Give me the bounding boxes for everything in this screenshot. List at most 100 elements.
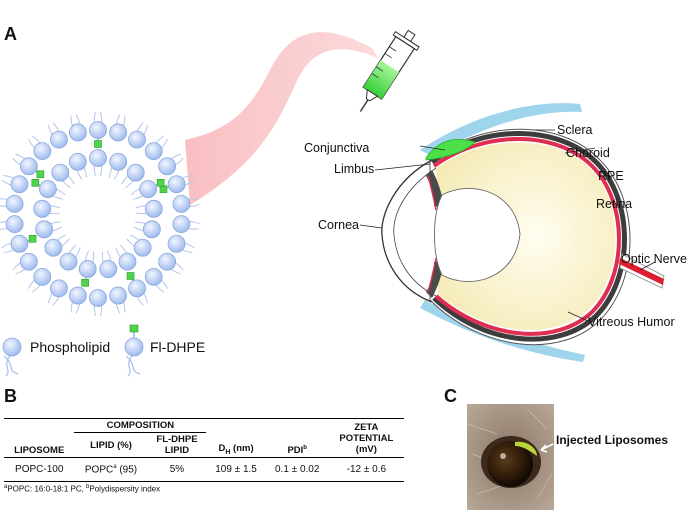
table-row: POPC-100 POPCa (95) 5% 109 ± 1.5 0.1 ± 0… — [4, 458, 404, 482]
label-cornea: Cornea — [318, 218, 359, 232]
cell-dh: 109 ± 1.5 — [215, 464, 257, 476]
eye-cross-section — [381, 103, 665, 362]
cell-zeta: -12 ± 0.6 — [346, 464, 387, 476]
phospholipid-head — [68, 123, 87, 142]
liposome-properties-table: LIPOSOME COMPOSITION DH (nm) PDIb ZETA P… — [4, 418, 404, 494]
lens — [434, 188, 521, 282]
fl-dhpe-head — [167, 175, 186, 194]
phospholipid-head — [144, 199, 163, 218]
col-liposome: LIPOSOME — [14, 445, 65, 456]
phospholipid-head — [59, 252, 78, 271]
col-dh: DH (nm) — [218, 443, 254, 456]
liposome-eye-diagram: Phospholipid Fl-DHPE — [0, 29, 687, 377]
fl-dhpe-head — [19, 157, 38, 176]
phospholipid-head — [158, 252, 177, 271]
cell-liposome: POPC-100 — [15, 464, 64, 476]
fl-dhpe-head — [89, 121, 107, 139]
cell-lipid: POPCa (95) — [84, 464, 138, 476]
syringe — [359, 29, 420, 112]
eye-photo — [467, 404, 554, 510]
phospholipid-head — [33, 142, 52, 161]
phospholipid-head — [109, 123, 128, 142]
phospholipid-head — [5, 215, 24, 234]
phospholipid-head — [109, 152, 128, 171]
cornea-inner — [393, 167, 437, 297]
phospholipid-head — [51, 163, 70, 182]
optic-nerve-core — [619, 258, 664, 285]
retina-layer — [432, 137, 621, 336]
phospholipid-head — [89, 149, 107, 167]
phospholipid-head — [19, 252, 38, 271]
label-retina: Retina — [596, 197, 632, 211]
col-group-composition: COMPOSITION — [74, 418, 207, 433]
phospholipid-head — [172, 194, 191, 213]
choroid-layer — [430, 131, 627, 342]
col-zeta: ZETA POTENTIAL (mV) — [339, 421, 394, 455]
phospholipid-head — [126, 163, 145, 182]
legend-phospholipid: Phospholipid — [2, 337, 110, 377]
panel-letter-a: A — [4, 24, 17, 44]
legend-phospholipid-label: Phospholipid — [30, 339, 110, 355]
fl-dhpe-fluorophore — [126, 272, 135, 280]
liposome-cross-section — [0, 111, 200, 317]
phospholipid-head — [68, 152, 87, 171]
injection-path-ribbon — [185, 32, 378, 205]
fl-dhpe-head — [139, 180, 158, 198]
cell-pdi: 0.1 ± 0.02 — [275, 464, 320, 476]
phospholipid-head — [172, 215, 191, 234]
phospholipid-head — [99, 260, 118, 278]
label-conjunctiva: Conjunctiva — [304, 141, 369, 155]
phospholipid-head — [33, 267, 52, 286]
phospholipid-head — [50, 279, 68, 298]
label-vitreous-humor: Vitreous Humor — [588, 315, 675, 329]
fl-dhpe-head — [38, 180, 57, 198]
phospholipid-head — [68, 286, 87, 305]
phospholipid-head — [10, 175, 29, 194]
fl-dhpe-fluorophore — [28, 235, 37, 243]
fl-dhpe-head — [128, 279, 146, 298]
label-sclera: Sclera — [557, 123, 592, 137]
fl-dhpe-head — [10, 234, 29, 253]
ciliary-accent-upper — [427, 175, 437, 211]
panel-letter-c: C — [444, 386, 457, 406]
cell-fl-dhpe: 5% — [169, 464, 185, 476]
fl-dhpe-fluorophore — [159, 185, 168, 193]
phospholipid-head — [33, 199, 52, 218]
ciliary-accent-lower — [427, 257, 437, 293]
col-pdi: PDIb — [287, 444, 307, 456]
fl-dhpe-fluorophore — [94, 140, 102, 148]
fl-dhpe-fluorophore — [156, 178, 165, 187]
label-rpe: RPE — [598, 169, 624, 183]
phospholipid-head — [5, 194, 24, 213]
fl-dhpe-head — [78, 260, 97, 278]
injected-bleb — [425, 139, 476, 161]
phospholipid-head — [44, 238, 63, 257]
iris-lower — [426, 260, 443, 298]
phospholipid-head — [144, 142, 163, 161]
col-lipid: LIPID (%) — [90, 439, 132, 451]
phospholipid-head — [89, 289, 107, 307]
label-choroid: Choroid — [566, 146, 610, 160]
iris-upper — [426, 170, 443, 208]
phospholipid-head — [133, 238, 152, 257]
legend-fl-dhpe: Fl-DHPE — [124, 324, 205, 377]
phospholipid-head — [35, 220, 54, 239]
phospholipid-head — [118, 252, 137, 271]
legend-fl-dhpe-label: Fl-DHPE — [150, 339, 205, 355]
phospholipid-head — [144, 267, 163, 286]
label-optic-nerve: Optic Nerve — [621, 252, 687, 266]
table-footnote: aPOPC: 16:0-18:1 PC, bPolydispersity ind… — [4, 484, 161, 494]
phospholipid-head — [50, 130, 68, 149]
label-limbus: Limbus — [334, 162, 374, 176]
photo-label-injected-liposomes: Injected Liposomes — [556, 433, 669, 447]
eye-leader-lines — [359, 129, 656, 323]
phospholipid-head — [128, 130, 146, 149]
cornea-shape — [381, 159, 433, 303]
panel-letter-b: B — [4, 386, 17, 406]
fl-dhpe-fluorophore — [31, 178, 40, 187]
phospholipid-head — [167, 234, 186, 253]
lower-eyelid — [420, 300, 585, 362]
phospholipid-head — [142, 220, 161, 239]
phospholipid-head — [109, 286, 128, 305]
fl-dhpe-fluorophore — [36, 170, 45, 179]
